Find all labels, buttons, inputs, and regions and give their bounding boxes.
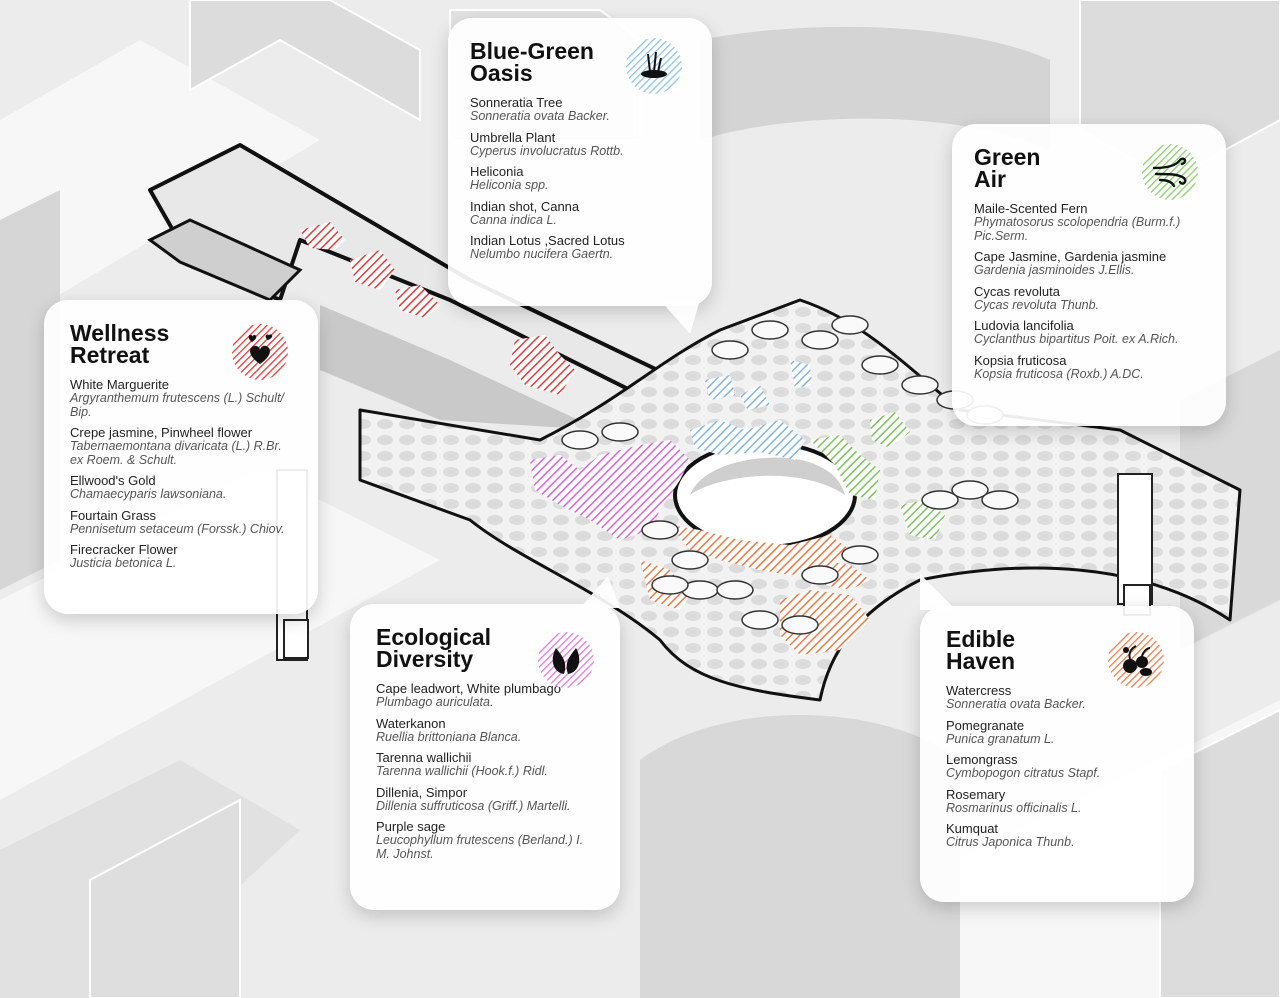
- wind-icon: [1142, 144, 1198, 200]
- zone-title: Wellness Retreat: [70, 320, 170, 368]
- callout-pointer: [920, 574, 956, 610]
- zone-title: Blue-Green Oasis: [470, 38, 594, 86]
- leaves-icon: [538, 632, 594, 688]
- zone-title: Green Air: [974, 144, 1041, 192]
- zone-title: Ecological Diversity: [376, 624, 492, 672]
- zone-card-ecological-diversity: Ecological Diversity Cape leadwort, Whit…: [350, 604, 620, 910]
- zone-title: Edible Haven: [946, 626, 1016, 674]
- hearts-icon: [232, 324, 288, 380]
- callout-pointer: [580, 576, 620, 608]
- callout-pointer: [660, 300, 700, 334]
- water-plant-icon: [626, 38, 682, 94]
- produce-icon: [1108, 632, 1164, 688]
